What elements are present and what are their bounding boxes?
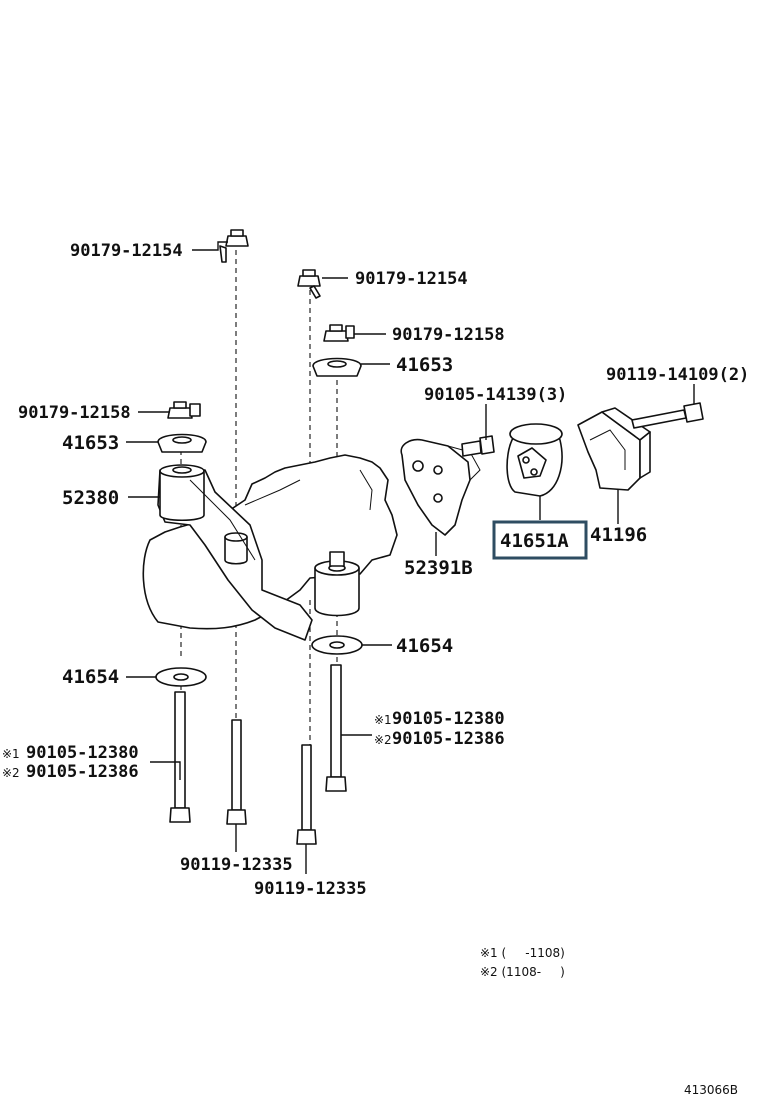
label-90179-12154-left[interactable]: 90179-12154 — [70, 241, 183, 261]
label-90105-12386-left[interactable]: 90105-12386 — [26, 762, 139, 782]
bracket-41196 — [577, 407, 651, 491]
clip-90179-12154-left — [219, 229, 249, 263]
label-41654-left[interactable]: 41654 — [62, 666, 119, 688]
label-90119-12335-a[interactable]: 90119-12335 — [180, 855, 293, 875]
cushion-hole — [172, 436, 192, 444]
bracket-edge — [189, 479, 256, 561]
label-90105-12380-center[interactable]: 90105-12380 — [392, 709, 505, 729]
housing-edge — [244, 479, 301, 506]
mark-1-left: ※1 — [2, 747, 20, 761]
bracket-52391B — [400, 438, 471, 536]
clip-90179-12158-left — [167, 401, 201, 419]
mark-2-center: ※2 — [374, 733, 392, 747]
label-90105-14139[interactable]: 90105-14139(3) — [424, 385, 567, 405]
bracket-boss-hole — [172, 466, 192, 474]
label-90179-12154-center[interactable]: 90179-12154 — [355, 269, 468, 289]
leader-line — [150, 761, 181, 780]
label-90105-12386-center[interactable]: 90105-12386 — [392, 729, 505, 749]
bolt-90119-12335-b — [296, 744, 317, 845]
bracket-hole — [433, 493, 443, 503]
label-90119-14109[interactable]: 90119-14109(2) — [606, 365, 749, 385]
label-41654-center[interactable]: 41654 — [396, 635, 453, 657]
mark-2-left: ※2 — [2, 766, 20, 780]
diagram-reference-id: 413066B — [684, 1083, 738, 1097]
insulator-41651A — [506, 423, 563, 497]
bolt-90119-12335-a — [226, 719, 247, 825]
label-90179-12158-left[interactable]: 90179-12158 — [18, 403, 131, 423]
label-90179-12158-center[interactable]: 90179-12158 — [392, 325, 505, 345]
cushion-hole — [173, 673, 189, 681]
bracket-hole — [412, 460, 424, 472]
label-52380[interactable]: 52380 — [62, 487, 119, 509]
label-90105-12380-left[interactable]: 90105-12380 — [26, 743, 139, 763]
note-1: ※1 ( -1108) — [480, 946, 565, 960]
bolt-90105-14139 — [461, 435, 495, 457]
center-cushion-body — [314, 567, 360, 617]
center-cushion-stud — [329, 551, 345, 567]
bracket-edge — [447, 445, 481, 481]
housing-edge — [359, 469, 373, 511]
label-41196[interactable]: 41196 — [590, 524, 647, 546]
bracket-hole — [433, 465, 443, 475]
bracket-sleeve-top — [224, 532, 248, 542]
cushion-hole — [327, 360, 347, 368]
label-90119-12335-b[interactable]: 90119-12335 — [254, 879, 367, 899]
leader-line — [192, 241, 228, 251]
highlight-box — [492, 520, 588, 560]
clip-90179-12158-center — [323, 324, 355, 342]
clip-90179-12154-center — [297, 269, 321, 299]
bolt-center-long — [325, 664, 347, 792]
label-41653-center[interactable]: 41653 — [396, 354, 453, 376]
note-2: ※2 (1108- ) — [480, 965, 565, 979]
label-52391B[interactable]: 52391B — [404, 557, 473, 579]
cushion-hole — [329, 641, 345, 649]
label-41653-left[interactable]: 41653 — [62, 432, 119, 454]
bolt-90119-14109 — [631, 402, 704, 429]
mark-1-center: ※1 — [374, 713, 392, 727]
bracket-sleeve — [224, 536, 248, 565]
label-41651A[interactable]: 41651A — [500, 530, 569, 552]
bolt-left-long — [169, 691, 191, 823]
